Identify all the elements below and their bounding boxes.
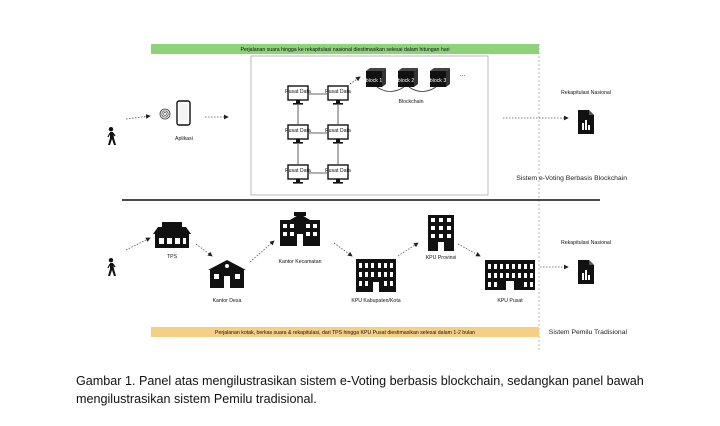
arrow-district-to-city [333, 242, 353, 257]
kpu-city-label: KPU Kabupaten/Kota [351, 298, 400, 304]
top-banner [151, 44, 539, 54]
system-label-top: Sistem e-Voting Berbasis Blockchain [516, 175, 627, 182]
arrow-city-to-province [397, 242, 419, 257]
arrow-to-blockchain [349, 76, 361, 85]
village-label: Kantor Desa [213, 298, 242, 304]
data-center-label: Pusat Data [285, 128, 311, 134]
data-center-label: Pusat Data [285, 89, 311, 95]
network-links [297, 93, 339, 174]
smartphone-icon [176, 100, 191, 126]
arrow-voter-to-tps [125, 237, 151, 251]
ellipsis: ... [460, 71, 465, 78]
report-icon [578, 110, 594, 134]
report-icon [578, 260, 594, 284]
bottom-banner [151, 327, 539, 337]
kpu-province-label: KPU Provinsi [426, 255, 457, 261]
block-chain-links [376, 86, 437, 92]
recap-label: Rekapitulasi Nasional [561, 90, 611, 96]
voter-person-icon [107, 126, 117, 146]
data-center-label: Pusat Data [325, 89, 351, 95]
recap-label: Rekapitulasi Nasional [561, 240, 611, 246]
kpu-province-office-icon [428, 215, 454, 251]
kpu-central-office-icon [485, 260, 535, 290]
tps-label: TPS [167, 254, 178, 260]
data-center-frame [250, 55, 489, 196]
block-label: block 3 [430, 78, 447, 84]
fingerprint-icon [159, 108, 171, 120]
data-center-label: Pusat Data [285, 168, 311, 174]
figure-caption: Gambar 1. Panel atas mengilustrasikan si… [76, 374, 644, 406]
bottom-banner-text: Perjalanan kotak, berkas suara & rekapit… [215, 330, 475, 336]
top-banner-text: Perjalanan suara hingga ke rekapitulasi … [240, 47, 449, 53]
system-label-bottom: Sistem Pemilu Tradisional [549, 329, 628, 336]
block-label: block 1 [366, 78, 383, 84]
kpu-central-label: KPU Pusat [497, 298, 523, 304]
arrow-voter-to-app [125, 114, 151, 120]
block-label: block 2 [398, 78, 415, 84]
arrow-village-to-district [249, 240, 275, 263]
app-label: Aplikasi [175, 136, 193, 142]
village-office-icon [208, 260, 246, 288]
blockchain-label: Blockchain [398, 99, 423, 105]
data-center-label: Pusat Data [325, 128, 351, 134]
district-office-icon [280, 212, 320, 246]
arrow-province-to-central [457, 243, 481, 257]
data-center-label: Pusat Data [325, 168, 351, 174]
voter-person-icon [107, 257, 117, 277]
district-label: Kantor Kecamatan [279, 259, 322, 265]
polling-station-icon [153, 222, 191, 248]
arrow-tps-to-village [195, 243, 213, 257]
kpu-city-office-icon [356, 259, 396, 292]
